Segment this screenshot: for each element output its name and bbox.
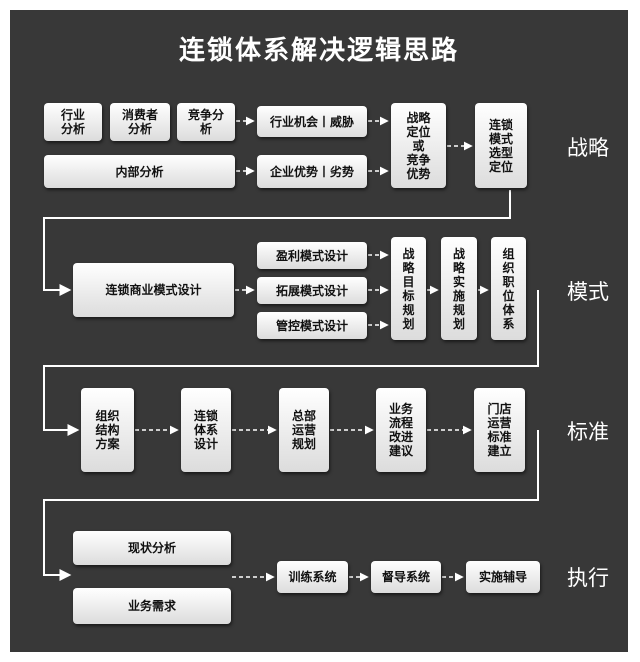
box-internal-analysis: 内部分析 bbox=[44, 155, 235, 188]
box-consumer-analysis: 消费者 分析 bbox=[110, 103, 170, 141]
box-profit-model: 盈利模式设计 bbox=[257, 242, 367, 269]
stage-label-model: 模式 bbox=[567, 280, 609, 304]
box-chain-mode-positioning: 连锁 模式 选型 定位 bbox=[475, 103, 527, 188]
box-control-model: 管控模式设计 bbox=[257, 312, 367, 339]
box-strategic-goal-plan: 战 略 目 标 规 划 bbox=[391, 237, 426, 340]
flow-standard-to-execution bbox=[43, 430, 539, 581]
stage-label-standard: 标准 bbox=[567, 420, 609, 444]
box-strategic-positioning: 战略 定位 或 竞争 优势 bbox=[391, 103, 446, 188]
box-store-ops-standard: 门店 运营 标准 建立 bbox=[474, 388, 525, 472]
flow-model-to-standard bbox=[43, 290, 539, 436]
box-strategy-impl-plan: 战 略 实 施 规 划 bbox=[441, 237, 477, 340]
box-chain-system-design: 连锁 体系 设计 bbox=[181, 388, 231, 472]
box-status-analysis: 现状分析 bbox=[73, 531, 231, 565]
box-industry-analysis: 行业 分析 bbox=[44, 103, 102, 141]
box-competition-analysis: 竞争分 析 bbox=[177, 103, 235, 141]
box-advantage-disadvantage: 企业优势丨劣势 bbox=[257, 155, 367, 188]
stage-label-strategy: 战略 bbox=[567, 136, 609, 160]
box-supervision-system: 督导系统 bbox=[371, 561, 441, 593]
box-process-improvement: 业务 流程 改进 建议 bbox=[376, 388, 426, 472]
diagram-title: 连锁体系解决逻辑思路 bbox=[178, 36, 459, 66]
box-chain-business-model: 连锁商业模式设计 bbox=[73, 263, 234, 317]
box-training-system: 训练系统 bbox=[277, 561, 348, 593]
box-hq-operation-plan: 总部 运营 规划 bbox=[279, 388, 329, 472]
box-expansion-model: 拓展模式设计 bbox=[257, 277, 367, 304]
box-implementation-coaching: 实施辅导 bbox=[466, 561, 540, 593]
box-org-position-system: 组 织 职 位 体 系 bbox=[491, 237, 526, 340]
box-opportunity-threat: 行业机会丨威胁 bbox=[257, 106, 367, 137]
box-business-needs: 业务需求 bbox=[73, 588, 231, 624]
flow-strategy-to-model bbox=[43, 190, 511, 296]
box-org-structure-plan: 组织 结构 方案 bbox=[81, 388, 134, 472]
stage-label-execution: 执行 bbox=[567, 566, 609, 590]
